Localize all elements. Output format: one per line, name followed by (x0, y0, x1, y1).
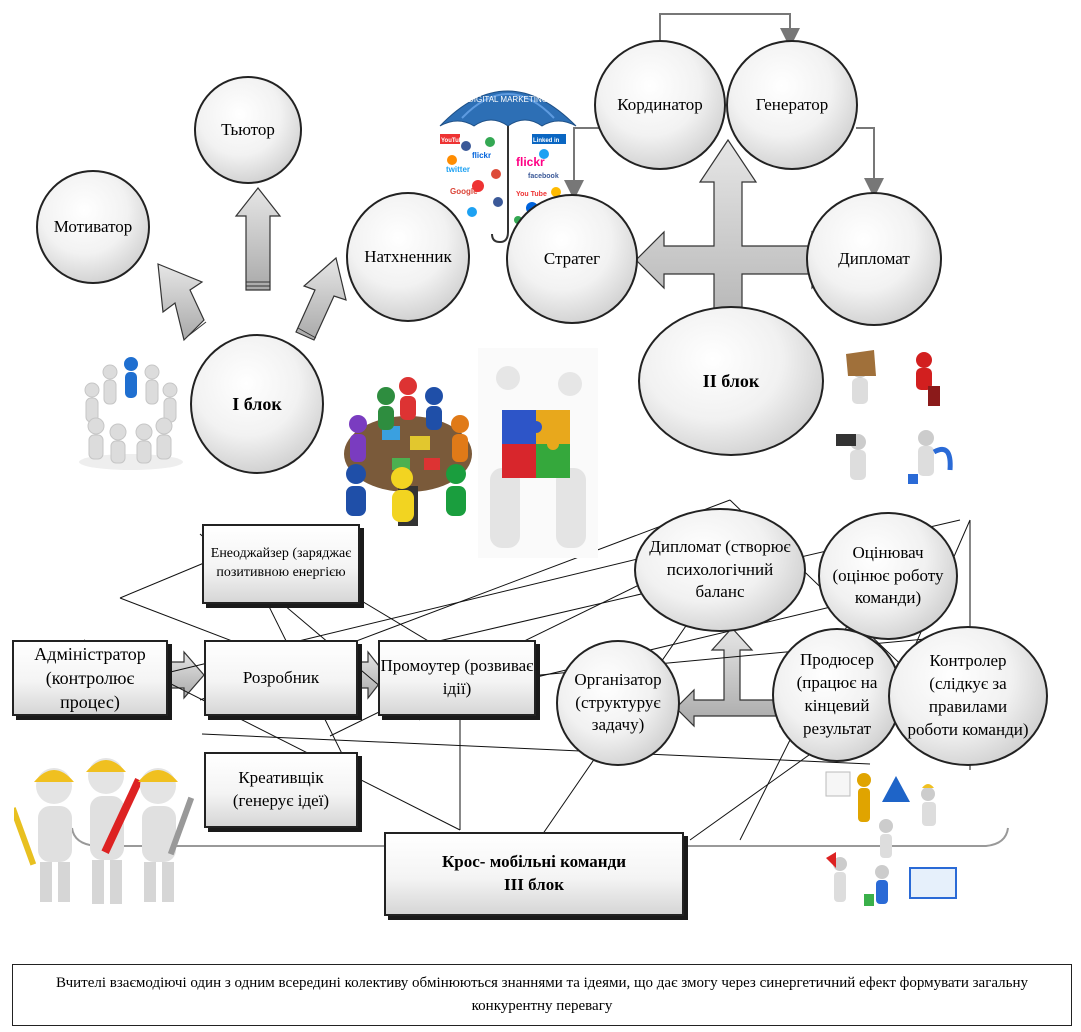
inspirer-label: Натхненник (364, 246, 452, 266)
brand-flickr-2: flickr (516, 155, 545, 169)
block3-label-box: Крос- мобільні команди ІІІ блок (384, 832, 684, 916)
brand-linkedin: Linked in (533, 138, 560, 144)
block2-connectors (564, 13, 884, 200)
umbrella-caption: DIGITAL MARKETING (468, 95, 548, 104)
generator-node: Генератор (726, 40, 858, 170)
brand-youtube: YouTube (441, 138, 466, 144)
digital-marketing-umbrella-image: DIGITAL MARKETING YouTube flickr Linked … (439, 90, 577, 244)
tutor-node: Тьютор (194, 76, 302, 184)
creative-box: Креативщік (генерує ідеї) (204, 752, 358, 828)
puzzle-pieces-image (478, 348, 598, 558)
block1-label: І блок (232, 393, 282, 414)
diplomat3-label: Дипломат (створює психологічний баланс (649, 536, 791, 602)
brand-flickr: flickr (472, 151, 491, 160)
block2-node: ІІ блок (638, 306, 824, 456)
brand-twitter: twitter (446, 165, 470, 174)
administrator-box: Адміністратор (контролює процес) (12, 640, 168, 716)
strategist-node: Стратег (506, 194, 638, 324)
administrator-label: Адміністратор (контролює процес) (34, 643, 146, 713)
organizer-label: Організатор (структурує задачу) (574, 669, 662, 735)
creative-label: Креативщік (генерує ідеї) (232, 768, 330, 810)
block2-label: ІІ блок (702, 370, 760, 391)
inspirer-node: Натхненник (346, 192, 470, 322)
developer-label: Розробник (242, 667, 320, 687)
coordinator-node: Кординатор (594, 40, 726, 170)
brand-youtube-2: You Tube (516, 191, 547, 198)
block3-subtitle: ІІІ блок (503, 875, 564, 894)
tutor-label: Тьютор (221, 119, 275, 139)
promoter-box: Промоутер (розвиває ідії) (378, 640, 536, 716)
strategist-label: Стратег (543, 248, 601, 268)
generator-label: Генератор (755, 94, 829, 114)
diplomat3-node: Дипломат (створює психологічний баланс (634, 508, 806, 632)
block3-figures-image (825, 771, 957, 906)
controller-label: Контролер (слідкує за правилами роботи к… (907, 651, 1029, 739)
block2-figures-image (836, 350, 953, 484)
puzzle-table-meeting-image (344, 377, 472, 526)
diplomat-node: Дипломат (806, 192, 942, 326)
summary-text: Вчителі взаємодіючі один з одним всереди… (55, 974, 1029, 1014)
evaluator-node: Оцінювач (оцінює роботу команди) (818, 512, 958, 640)
block1-node: І блок (190, 334, 324, 474)
coordinator-label: Кординатор (617, 94, 703, 114)
diplomat-label: Дипломат (838, 248, 910, 268)
developer-box: Розробник (204, 640, 358, 716)
arrow-to-inspirer (295, 256, 347, 341)
evaluator-label: Оцінювач (оцінює роботу команди) (832, 542, 944, 608)
organizer-node: Організатор (структурує задачу) (556, 640, 680, 766)
energizer-box: Енеоджайзер (заряджає позитивною енергіє… (202, 524, 360, 604)
producer-label: Продюсер (працює на кінцевий результат (796, 650, 878, 738)
controller-node: Контролер (слідкує за правилами роботи к… (888, 626, 1048, 766)
workers-tools-image (14, 758, 195, 904)
promoter-label: Промоутер (розвиває ідії) (380, 656, 534, 698)
producer-node: Продюсер (працює на кінцевий результат (772, 628, 902, 762)
motivator-label: Мотиватор (53, 216, 133, 236)
energizer-label: Енеоджайзер (заряджає позитивною енергіє… (210, 546, 352, 580)
arrow-to-tutor (234, 187, 282, 291)
arrow-to-motivator (157, 263, 207, 342)
motivator-node: Мотиватор (36, 170, 150, 284)
block3-arrows (169, 627, 799, 728)
team-circle-image (79, 357, 183, 470)
brand-facebook: facebook (528, 173, 559, 180)
brand-google: Google (450, 187, 478, 196)
summary-box: Вчителі взаємодіючі один з одним всереди… (12, 964, 1072, 1026)
block3-title: Крос- мобільні команди (441, 852, 626, 872)
